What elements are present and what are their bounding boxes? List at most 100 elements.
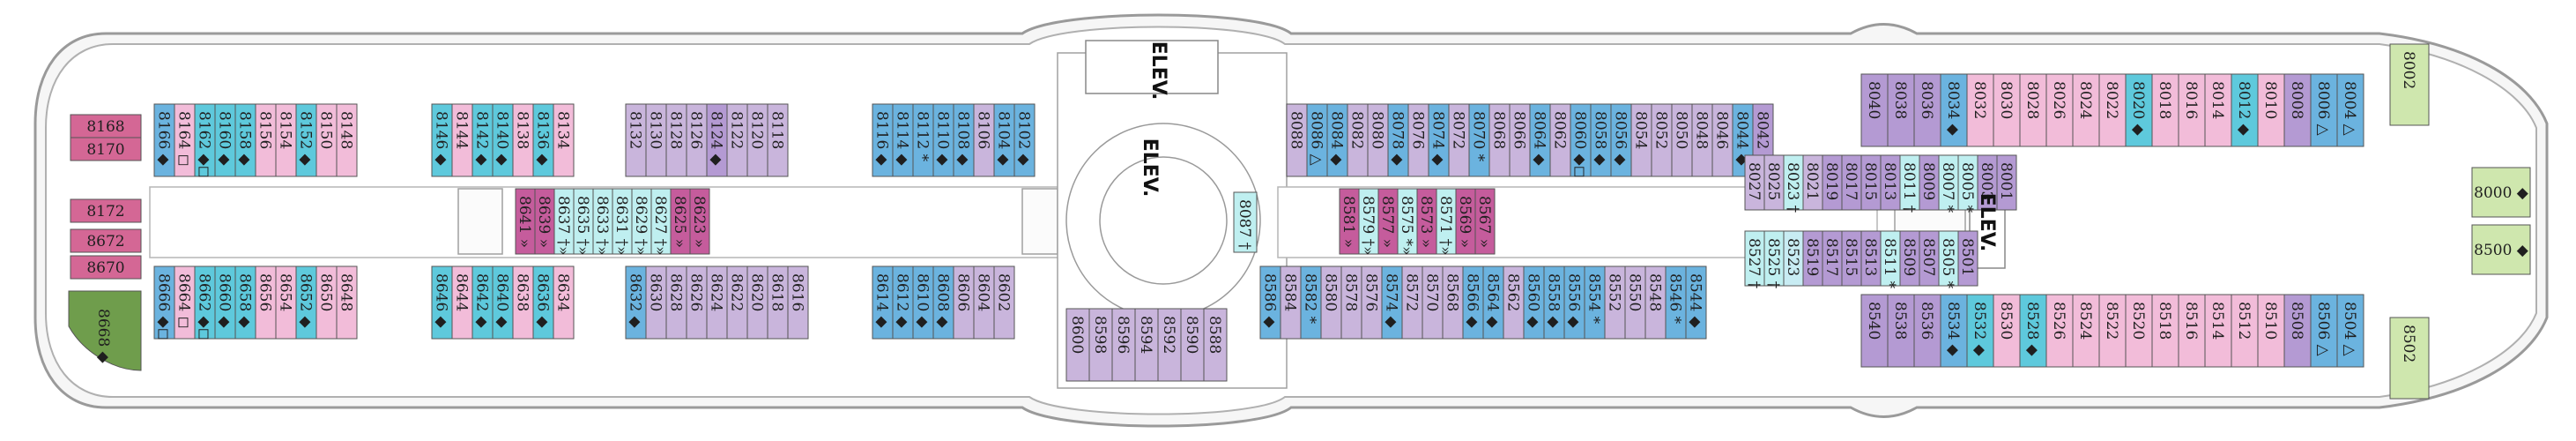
cabin-upper[interactable]: 8136 ◆ xyxy=(532,103,554,177)
cabin-upper[interactable]: 8148 xyxy=(336,103,358,177)
cabin-forward-upper[interactable]: 8006 △ xyxy=(2310,73,2338,147)
cabin-forward-lower[interactable]: 8504 △ xyxy=(2336,294,2364,368)
cabin-forward-lower[interactable]: 8506 △ xyxy=(2310,294,2338,368)
cabin-lower[interactable]: 8658 ◆ xyxy=(234,265,256,340)
cabin-aft[interactable]: 8170 xyxy=(70,137,142,161)
cabin-forward-upper[interactable]: 8028 xyxy=(2019,73,2047,147)
cabin-upper[interactable]: 8104 ◆ xyxy=(993,103,1015,177)
cabin-upper[interactable]: 8114 ◆ xyxy=(892,103,914,177)
cabin-inner[interactable]: 8581 » xyxy=(1339,188,1360,255)
cabin-upper[interactable]: 8142 ◆ xyxy=(471,103,494,177)
cabin-lower[interactable]: 8628 xyxy=(665,265,687,340)
cabin-forward-upper[interactable]: 8018 xyxy=(2151,73,2179,147)
cabin-lower[interactable]: 8650 xyxy=(316,265,338,340)
cabin-inner[interactable]: 8511 * xyxy=(1880,230,1901,289)
cabin-lower[interactable]: 8620 xyxy=(746,265,768,340)
cabin-inner[interactable]: 8007 * xyxy=(1938,154,1959,213)
cabin-forward-upper[interactable]: 8032 xyxy=(1966,73,1994,147)
cabin-forward-lower[interactable]: 8516 xyxy=(2178,294,2206,368)
cabin-lower[interactable]: 8638 xyxy=(512,265,534,340)
cabin-upper[interactable]: 8084 ◆ xyxy=(1326,103,1348,177)
cabin-upper[interactable]: 8128 xyxy=(665,103,687,177)
cabin-inner[interactable]: 8513 xyxy=(1860,230,1882,287)
cabin-upper[interactable]: 8144 xyxy=(451,103,473,177)
cabin-upper[interactable]: 8108 ◆ xyxy=(953,103,975,177)
cabin-lower[interactable]: 8636 ◆ xyxy=(532,265,554,340)
cabin-upper[interactable]: 8102 ◆ xyxy=(1013,103,1036,177)
cabin-inner[interactable]: 8011 † xyxy=(1899,154,1920,213)
cabin-inner[interactable]: 8633 †» xyxy=(592,188,613,256)
cabin-inner[interactable]: 8579 †» xyxy=(1358,188,1379,256)
cabin-lower[interactable]: 8608 ◆ xyxy=(932,265,954,340)
cabin-upper[interactable]: 8130 xyxy=(645,103,667,177)
cabin-lower[interactable]: 8590 xyxy=(1180,308,1205,382)
cabin-lower[interactable]: 8544 ◆ xyxy=(1685,265,1707,340)
cabin-aft[interactable]: 8172 xyxy=(70,198,142,223)
cabin-upper[interactable]: 8066 xyxy=(1509,103,1531,177)
cabin-upper[interactable]: 8064 ◆ xyxy=(1529,103,1551,177)
cabin-upper[interactable]: 8156 xyxy=(255,103,277,177)
cabin-lower[interactable]: 8610 ◆ xyxy=(912,265,934,340)
cabin-aft[interactable]: 8672 xyxy=(70,228,142,253)
cabin-forward-upper[interactable]: 8004 △ xyxy=(2336,73,2364,147)
cabin-forward-lower[interactable]: 8536 xyxy=(1913,294,1941,368)
cabin-inner[interactable]: 8573 » xyxy=(1416,188,1437,255)
cabin-lower[interactable]: 8586 ◆ xyxy=(1259,265,1281,340)
cabin-lower[interactable]: 8654 xyxy=(275,265,297,340)
cabin-lower[interactable]: 8612 ◆ xyxy=(892,265,914,340)
cabin-lower[interactable]: 8584 xyxy=(1280,265,1302,340)
cabin-upper[interactable]: 8056 ◆ xyxy=(1610,103,1632,177)
cabin-upper[interactable]: 8112 * xyxy=(912,103,934,177)
cabin-lower[interactable]: 8596 xyxy=(1111,308,1136,382)
cabin-upper[interactable]: 8116 ◆ xyxy=(872,103,894,177)
cabin-forward-lower[interactable]: 8510 xyxy=(2257,294,2285,368)
cabin-forward-lower[interactable]: 8522 xyxy=(2098,294,2127,368)
cabin-forward-upper[interactable]: 8024 xyxy=(2072,73,2100,147)
cabin-forward-upper[interactable]: 8020 ◆ xyxy=(2125,73,2153,147)
cabin-upper[interactable]: 8166 ◆ xyxy=(153,103,175,177)
cabin-lower[interactable]: 8602 xyxy=(993,265,1015,340)
cabin-upper[interactable]: 8078 ◆ xyxy=(1387,103,1409,177)
cabin-lower[interactable]: 8568 xyxy=(1442,265,1464,340)
cabin-lower[interactable]: 8662 ◆◻ xyxy=(194,265,216,340)
cabin-upper[interactable]: 8158 ◆ xyxy=(234,103,256,177)
cabin-lower[interactable]: 8588 xyxy=(1203,308,1228,382)
cabin-forward-lower[interactable]: 8526 xyxy=(2045,294,2074,368)
cabin-lower[interactable]: 8616 xyxy=(787,265,809,340)
cabin-forward-upper[interactable]: 8034 ◆ xyxy=(1940,73,1968,147)
cabin-upper[interactable]: 8106 xyxy=(973,103,995,177)
cabin-lower[interactable]: 8554 * xyxy=(1584,265,1606,340)
cabin-upper[interactable]: 8124 ◆ xyxy=(706,103,728,177)
cabin-upper[interactable]: 8048 xyxy=(1691,103,1713,177)
cabin-inner[interactable]: 8575 *» xyxy=(1397,188,1418,256)
cabin-forward-upper[interactable]: 8010 xyxy=(2257,73,2285,147)
cabin-upper[interactable]: 8160 ◆ xyxy=(214,103,236,177)
cabin-upper[interactable]: 8140 ◆ xyxy=(492,103,514,177)
cabin-inner[interactable]: 8087 † xyxy=(1233,191,1258,253)
cabin-inner[interactable]: 8519 xyxy=(1802,230,1823,287)
cabin-lower[interactable]: 8618 xyxy=(767,265,789,340)
cabin-inner[interactable]: 8001 xyxy=(1996,154,2017,211)
cabin-lower[interactable]: 8604 xyxy=(973,265,995,340)
cabin-forward-upper[interactable]: 8036 xyxy=(1913,73,1941,147)
cabin-inner[interactable]: 8507 xyxy=(1919,230,1940,287)
cabin-forward-lower[interactable]: 8532 ◆ xyxy=(1966,294,1994,368)
cabin-lower[interactable]: 8656 xyxy=(255,265,277,340)
cabin-upper[interactable]: 8150 xyxy=(316,103,338,177)
cabin-inner[interactable]: 8515 xyxy=(1841,230,1862,287)
cabin-upper[interactable]: 8054 xyxy=(1630,103,1652,177)
cabin-inner[interactable]: 8631 †» xyxy=(612,188,633,256)
cabin-inner[interactable]: 8009 xyxy=(1919,154,1940,211)
cabin-lower[interactable]: 8546 * xyxy=(1665,265,1687,340)
cabin-inner[interactable]: 8623 » xyxy=(689,188,710,255)
cabin-lower[interactable]: 8566 ◆ xyxy=(1462,265,1484,340)
cabin-inner[interactable]: 8527 † xyxy=(1744,230,1765,289)
cabin-lower[interactable]: 8556 ◆ xyxy=(1563,265,1585,340)
cabin-aft[interactable]: 8168 xyxy=(70,114,142,138)
cabin-inner[interactable]: 8567 » xyxy=(1474,188,1496,255)
cabin-lower[interactable]: 8576 xyxy=(1361,265,1383,340)
cabin-forward-lower[interactable]: 8524 xyxy=(2072,294,2100,368)
cabin-lower[interactable]: 8630 xyxy=(645,265,667,340)
cabin-lower[interactable]: 8634 xyxy=(553,265,575,340)
cabin-lower[interactable]: 8550 xyxy=(1624,265,1646,340)
